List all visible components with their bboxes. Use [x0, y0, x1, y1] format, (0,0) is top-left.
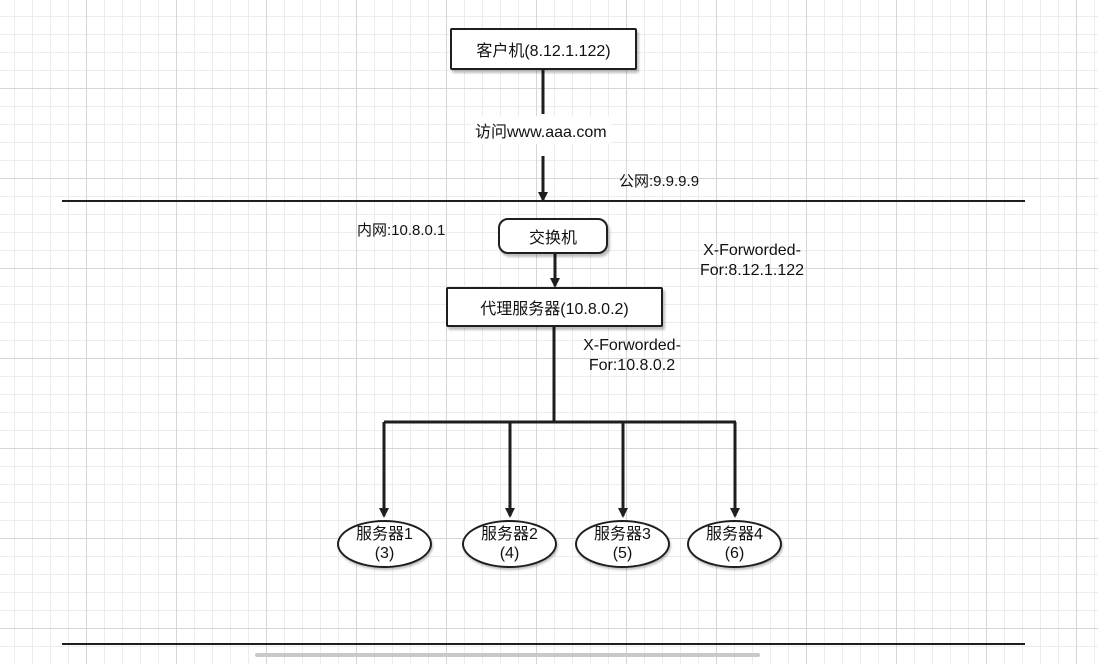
server-1-num: (3) — [374, 545, 395, 562]
switch-node[interactable]: 交换机 — [498, 218, 608, 254]
xff-client-line2: For:8.12.1.122 — [699, 262, 805, 279]
server-4-name: 服务器4 — [706, 526, 763, 543]
server-2-num: (4) — [499, 545, 520, 562]
server-3-num: (5) — [612, 545, 633, 562]
switch-label: 交换机 — [528, 230, 577, 247]
public-ip-label: 公网:9.9.9.9 — [619, 173, 700, 190]
proxy-server-label: 代理服务器(10.8.0.2) — [480, 301, 629, 318]
internal-ip-label: 内网:10.8.0.1 — [357, 222, 446, 239]
server-node-4[interactable]: 服务器4 (6) — [687, 520, 782, 568]
xff-proxy-line2: For:10.8.0.2 — [588, 357, 676, 374]
server-2-name: 服务器2 — [481, 526, 538, 543]
xff-proxy-label: X-Forworded- For:10.8.0.2 — [570, 336, 694, 376]
server-1-name: 服务器1 — [356, 526, 413, 543]
xff-client-label: X-Forworded- For:8.12.1.122 — [694, 241, 810, 281]
server-4-num: (6) — [724, 545, 745, 562]
access-label: 访问www.aaa.com — [471, 116, 611, 144]
client-label: 客户机(8.12.1.122) — [476, 43, 611, 60]
horizontal-scrollbar[interactable] — [255, 653, 760, 657]
server-node-2[interactable]: 服务器2 (4) — [462, 520, 557, 568]
xff-proxy-line1: X-Forworded- — [583, 337, 681, 354]
server-node-1[interactable]: 服务器1 (3) — [337, 520, 432, 568]
server-3-name: 服务器3 — [594, 526, 651, 543]
client-node[interactable]: 客户机(8.12.1.122) — [450, 28, 637, 70]
server-node-3[interactable]: 服务器3 (5) — [575, 520, 670, 568]
proxy-server-node[interactable]: 代理服务器(10.8.0.2) — [446, 287, 663, 327]
xff-client-line1: X-Forworded- — [703, 242, 801, 259]
